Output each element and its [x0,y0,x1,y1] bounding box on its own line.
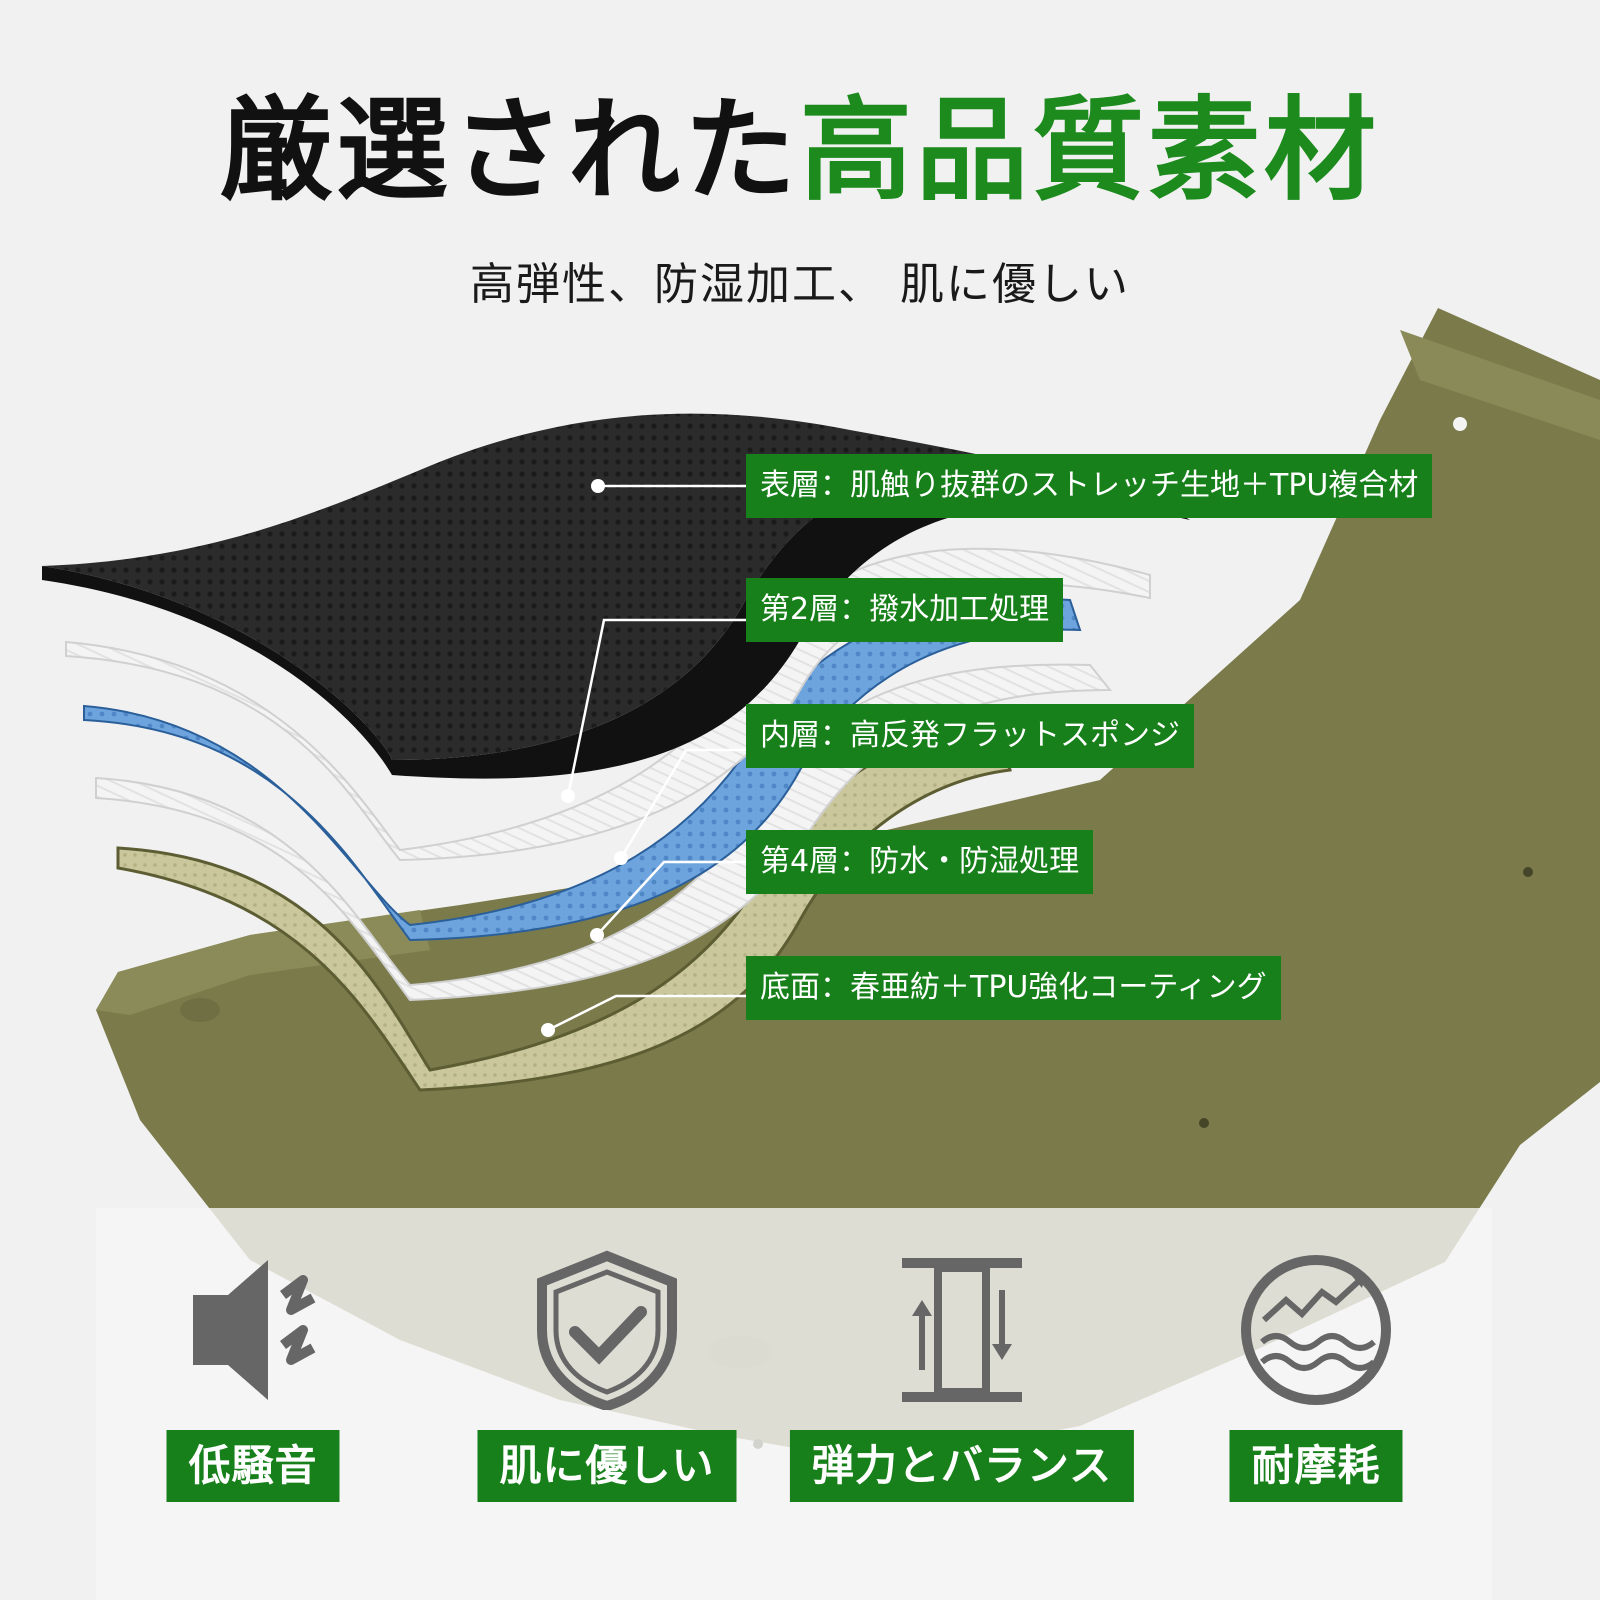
title-green-part: 高品質素材 [800,86,1380,216]
layer-label-second: 第2層：撥水加工処理 [746,578,1064,642]
leader-dots [541,479,628,1037]
top-layer-surface [42,413,1150,760]
top-layer [42,465,1190,779]
feature-wear-resistance: 耐摩耗 [1166,1240,1466,1540]
layer-label-bottom: 底面：春亜紡＋TPU強化コーティング [746,956,1281,1020]
layer-label-top: 表層：肌触り抜群のストレッチ生地＋TPU複合材 [746,454,1433,518]
title-black-part: 厳選された [220,86,800,216]
wear-resistance-icon [1241,1255,1391,1405]
feature-skin-friendly: 肌に優しい [457,1240,757,1540]
leader-lines [547,484,746,1032]
feature-label: 肌に優しい [477,1430,737,1502]
feature-panel [96,1208,1492,1600]
feature-label: 低騒音 [166,1430,340,1502]
feature-elastic-balance: 弾力とバランス [789,1240,1135,1540]
shield-check-icon [537,1250,677,1410]
speaker-low-noise-icon [193,1260,316,1400]
page-title: 厳選された高品質素材 [0,95,1600,207]
feature-label: 耐摩耗 [1229,1430,1403,1502]
inner-layer [83,597,1082,942]
feature-label: 弾力とバランス [789,1430,1135,1502]
page-subtitle: 高弾性、防湿加工、 肌に優しい [470,259,1130,310]
elastic-balance-icon [902,1258,1022,1402]
layer-label-fourth: 第4層：防水・防湿処理 [746,830,1094,894]
feature-low-noise: 低騒音 [103,1240,403,1540]
layer-label-inner: 内層：高反発フラットスポンジ [746,704,1194,768]
